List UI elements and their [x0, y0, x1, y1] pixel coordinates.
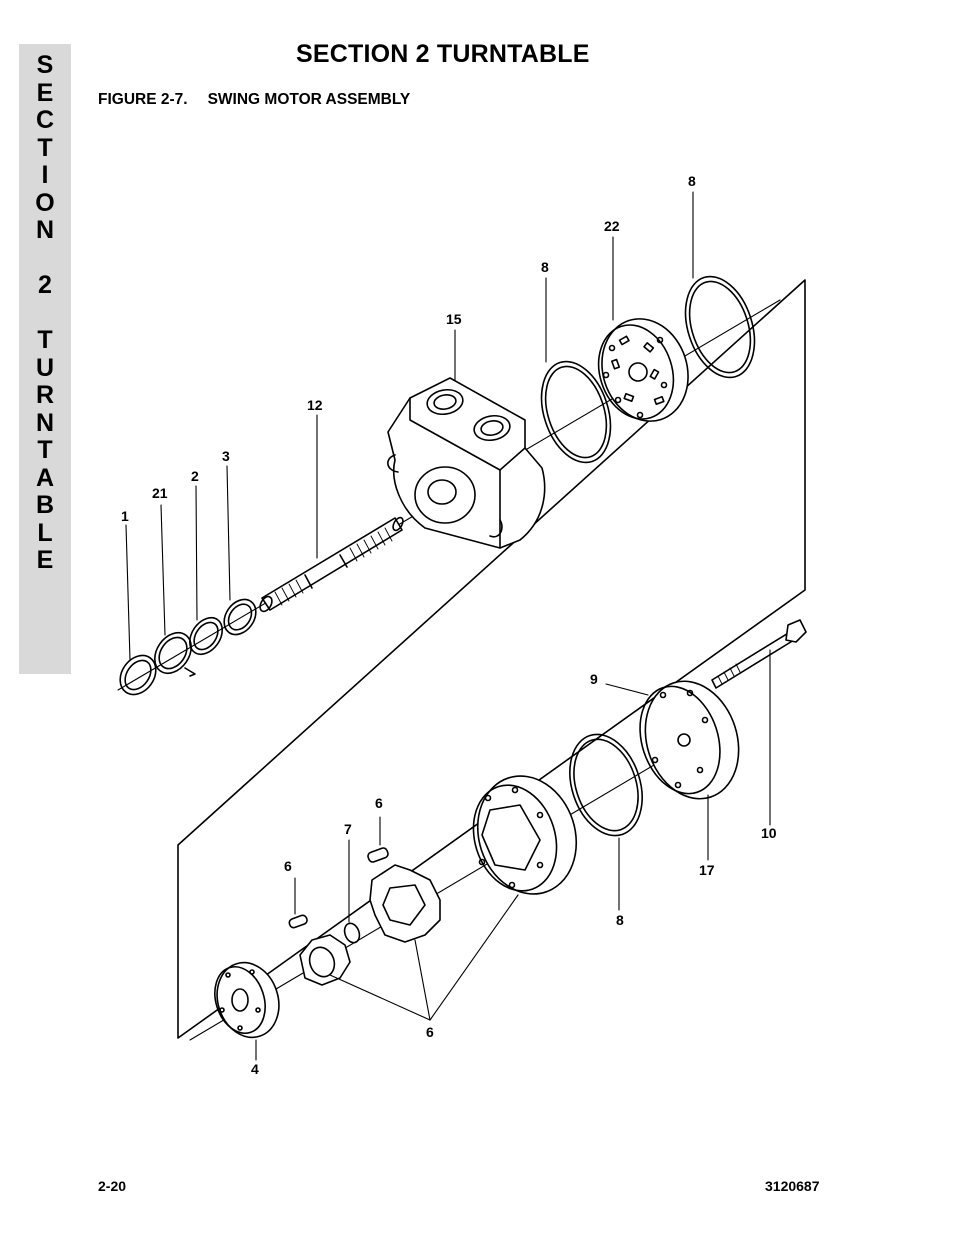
lower-axis-line: [189, 719, 731, 1041]
side-tab-letter: A: [35, 463, 55, 492]
part-8-o-ring-upper: [540, 360, 612, 464]
part-10-cap-screw: [711, 619, 807, 689]
side-tab-letter: T: [37, 326, 53, 354]
leader-lines: [125, 191, 771, 1061]
callout-21: 21: [152, 485, 168, 501]
part-8-o-ring-right: [684, 275, 756, 379]
side-tab-letter: I: [41, 161, 49, 189]
part-22-valve-plate: [597, 318, 689, 422]
part-4-wear-plate: [214, 961, 280, 1039]
side-tab-letter: U: [35, 353, 55, 382]
callout-6-bottom: 6: [426, 1024, 434, 1040]
side-tab-letter: R: [35, 381, 55, 409]
callout-8-upper: 8: [541, 259, 549, 275]
document-number: 3120687: [765, 1178, 820, 1194]
part-3-seal: [223, 598, 257, 636]
callout-10: 10: [761, 825, 777, 841]
side-tab-letter: T: [37, 436, 53, 464]
inner-gear: [299, 934, 351, 986]
figure-name: SWING MOTOR ASSEMBLY: [207, 91, 411, 108]
part-21-snap-ring: [154, 631, 196, 677]
side-tab-letter: T: [37, 133, 53, 162]
side-tab-letter: S: [36, 51, 54, 79]
figure-number: FIGURE 2-7.: [98, 91, 188, 108]
callout-12: 12: [307, 397, 323, 413]
callout-6-left: 6: [284, 858, 292, 874]
part-6-roller-left: [288, 914, 308, 929]
diagram-frame: [177, 279, 806, 1039]
part-12-drive-shaft: [259, 516, 404, 613]
callout-2: 2: [191, 468, 199, 484]
callout-1: 1: [121, 508, 129, 524]
side-tab-letter: O: [35, 188, 55, 217]
side-tab-letter: B: [35, 491, 55, 519]
part-7-spacer: [343, 922, 361, 944]
rotor-star: [369, 864, 441, 943]
side-tab-letter: E: [36, 78, 54, 107]
part-6-roller-upper: [367, 847, 389, 863]
side-tab-letter: E: [36, 546, 54, 574]
page-number: 2-20: [98, 1178, 127, 1194]
figure-title: FIGURE 2-7. SWING MOTOR ASSEMBLY: [98, 91, 410, 109]
part-17-end-cover: [639, 680, 740, 800]
callout-9: 9: [590, 671, 598, 687]
callout-6-top: 6: [375, 795, 383, 811]
callout-3: 3: [222, 448, 230, 464]
side-tab-letter: 2: [38, 271, 52, 299]
callout-22: 22: [604, 218, 620, 234]
callout-4: 4: [251, 1061, 259, 1077]
stator-ring: [472, 775, 578, 895]
callout-8-lower: 8: [616, 912, 624, 928]
callout-15: 15: [446, 311, 462, 327]
callout-17: 17: [699, 862, 715, 878]
part-15-motor-housing: [387, 377, 546, 549]
callout-8-right: 8: [688, 173, 696, 189]
part-1-retaining-ring: [119, 654, 157, 696]
part-8-o-ring-lower: [569, 733, 643, 837]
side-tab-letter: N: [35, 216, 55, 244]
part-2-washer: [188, 616, 224, 656]
page-title: SECTION 2 TURNTABLE: [296, 40, 590, 68]
side-tab-letter: C: [35, 106, 55, 134]
callout-7: 7: [344, 821, 352, 837]
side-tab-letter: L: [37, 518, 53, 547]
side-tab-letter: N: [35, 408, 55, 437]
